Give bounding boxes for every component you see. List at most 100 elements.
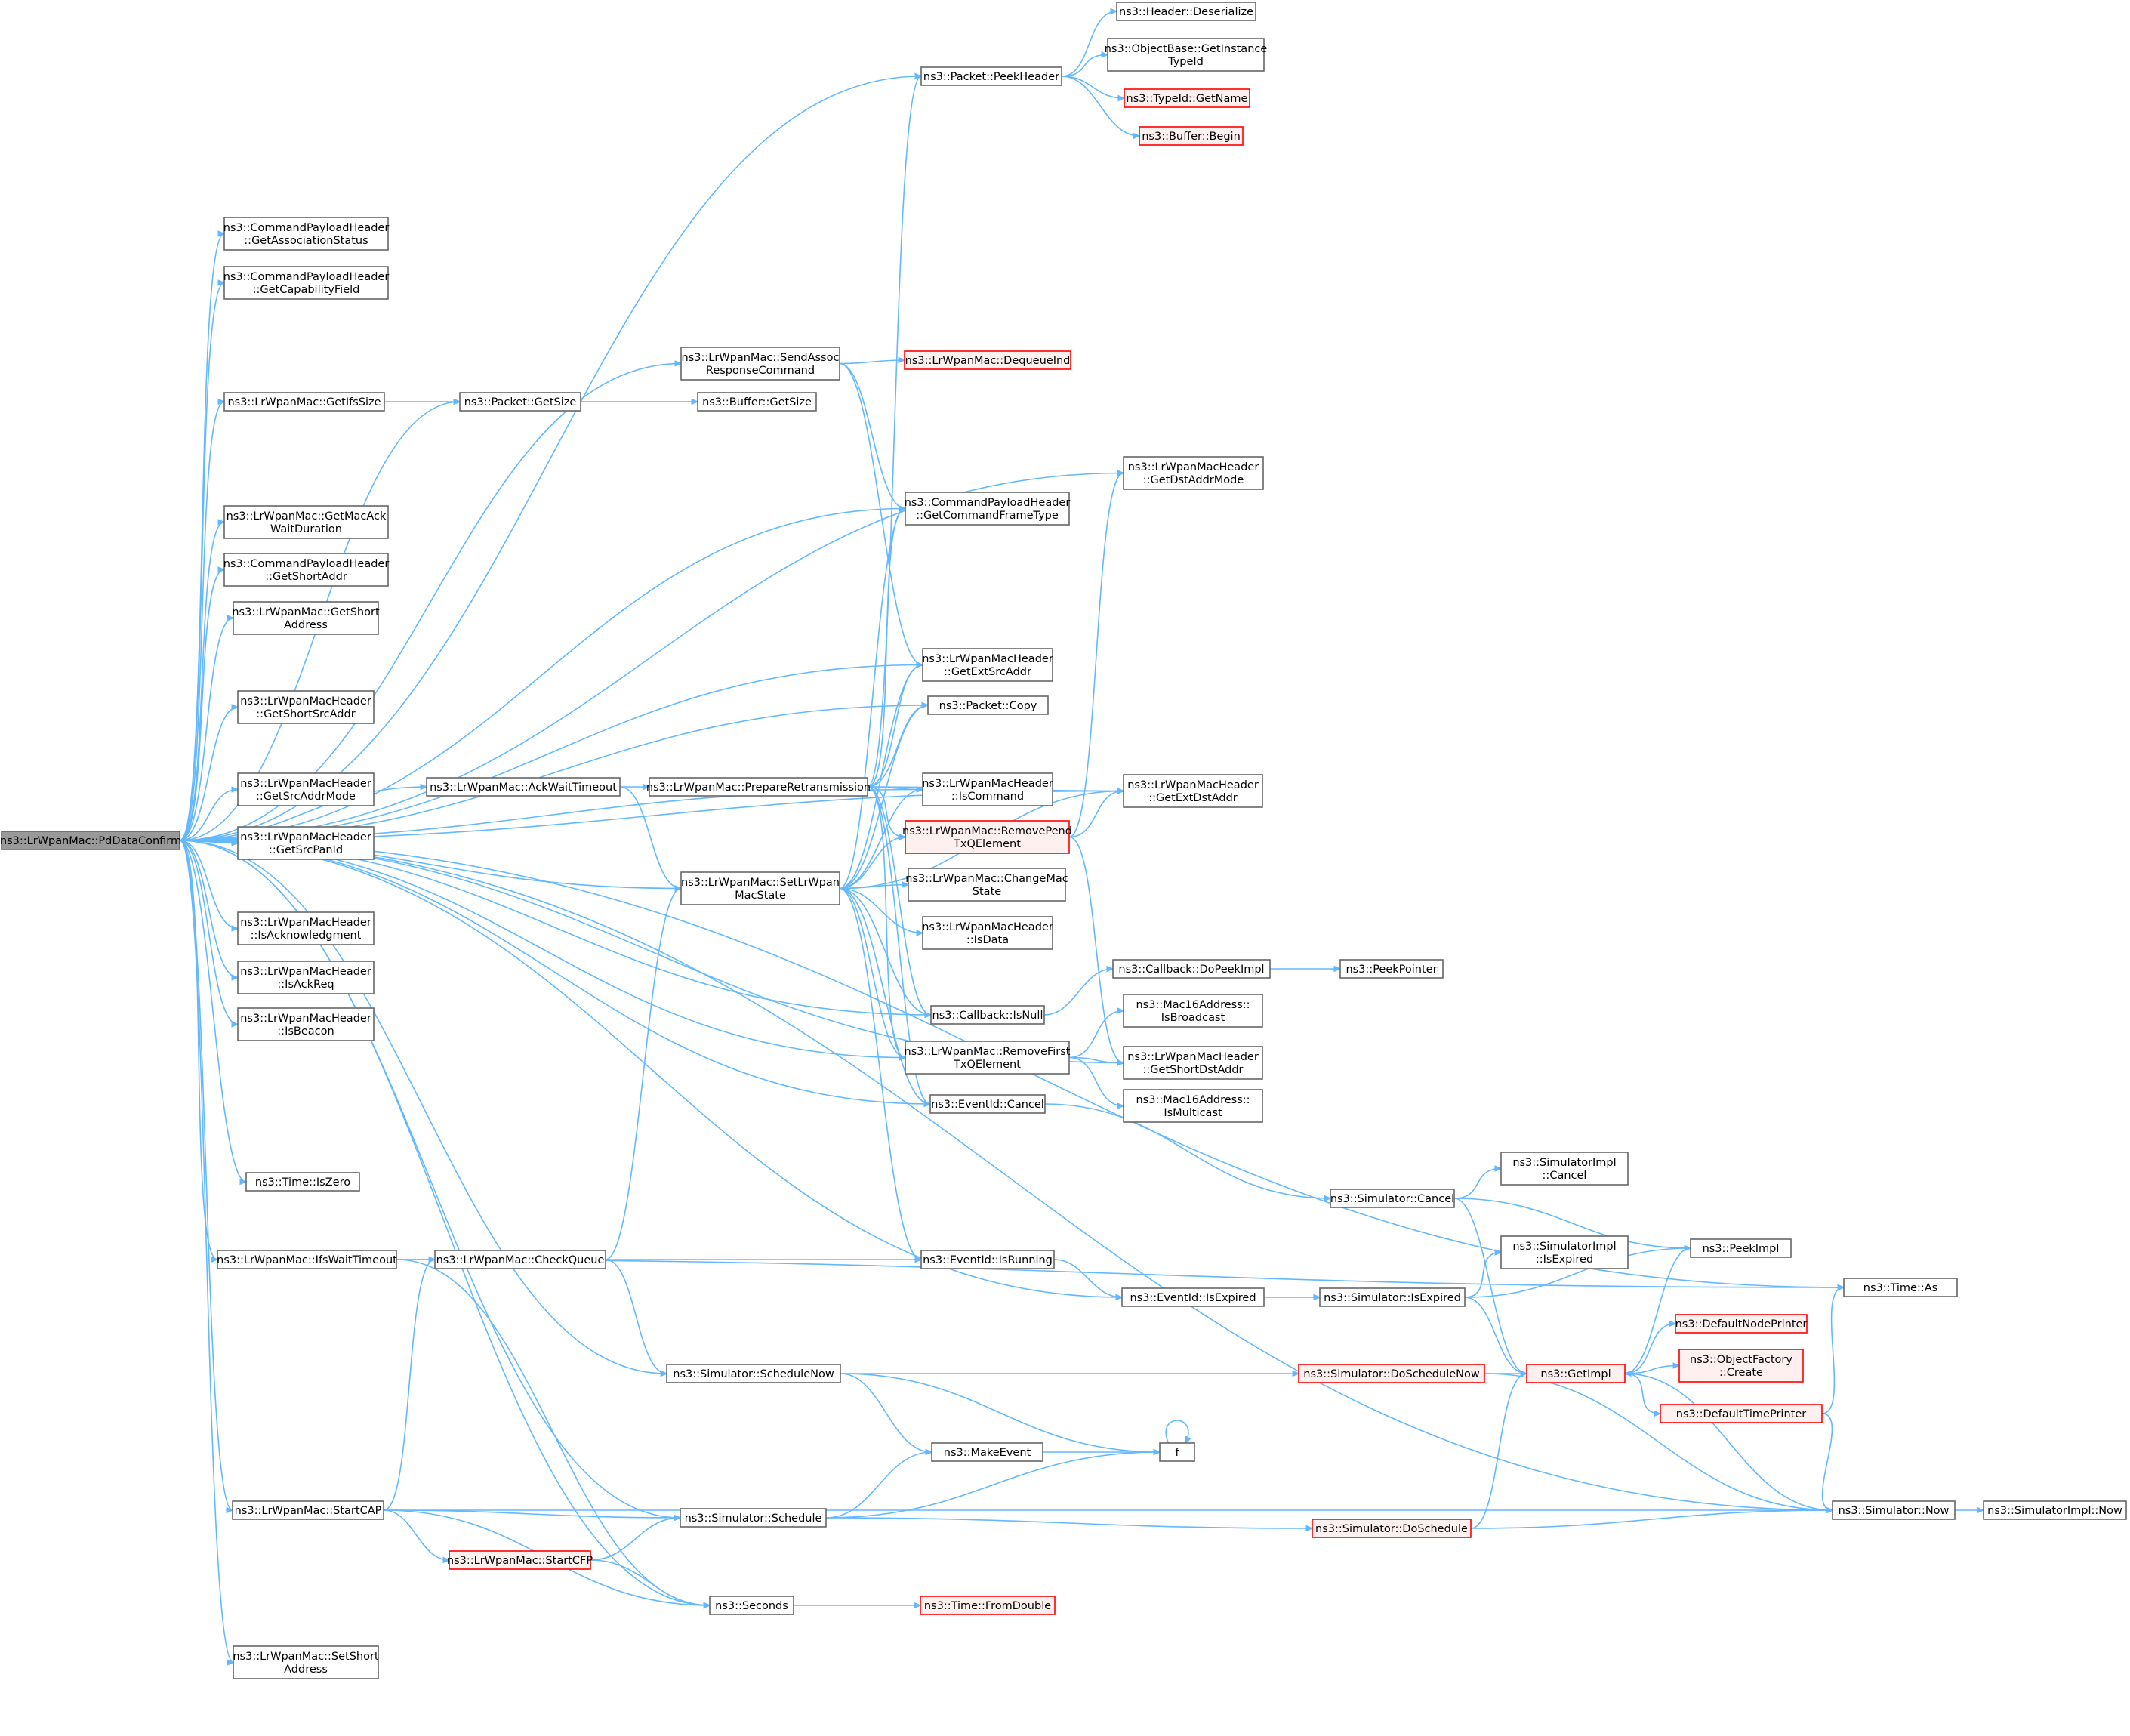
node-box-isMulticast[interactable] <box>1123 1089 1263 1123</box>
node-peekImpl[interactable]: ns3::PeekImpl <box>1690 1238 1792 1258</box>
node-seconds[interactable]: ns3::Seconds <box>709 1596 794 1615</box>
node-extSrcAddr[interactable]: ns3::LrWpanMacHeader::GetExtSrcAddr <box>922 648 1053 682</box>
node-ackWaitTimeout[interactable]: ns3::LrWpanMac::AckWaitTimeout <box>426 777 621 797</box>
node-timeIsZero[interactable]: ns3::Time::IsZero <box>245 1172 360 1192</box>
node-f[interactable]: f <box>1159 1442 1195 1462</box>
node-box-typeIdName[interactable] <box>1124 88 1250 108</box>
node-fromDouble[interactable]: ns3::Time::FromDouble <box>920 1596 1056 1615</box>
node-defNodePrinter[interactable]: ns3::DefaultNodePrinter <box>1675 1314 1808 1334</box>
node-box-hdrDeser[interactable] <box>1116 2 1256 21</box>
node-box-scheduleNow[interactable] <box>666 1364 841 1383</box>
node-defTimePrinter[interactable]: ns3::DefaultTimePrinter <box>1660 1404 1823 1423</box>
node-simImplCancel[interactable]: ns3::SimulatorImpl::Cancel <box>1500 1152 1629 1186</box>
node-dequeueInd[interactable]: ns3::LrWpanMac::DequeueInd <box>904 350 1071 370</box>
node-simNow[interactable]: ns3::Simulator::Now <box>1832 1500 1956 1520</box>
node-dstAddrMode[interactable]: ns3::LrWpanMacHeader::GetDstAddrMode <box>1123 456 1264 490</box>
node-box-shortSrcAddr[interactable] <box>237 690 375 724</box>
node-box-extDstAddr[interactable] <box>1123 774 1263 808</box>
node-srcPanId[interactable]: ns3::LrWpanMacHeader::GetSrcPanId <box>237 826 375 860</box>
node-bufSize[interactable]: ns3::Buffer::GetSize <box>697 392 817 412</box>
node-box-eventIsRunning[interactable] <box>920 1250 1055 1269</box>
node-getImpl[interactable]: ns3::GetImpl <box>1526 1364 1626 1383</box>
node-box-sendAssoc[interactable] <box>680 347 840 381</box>
node-simCancel[interactable]: ns3::Simulator::Cancel <box>1330 1189 1455 1208</box>
node-box-simIsExpired[interactable] <box>1319 1287 1466 1307</box>
node-ifsWait[interactable]: ns3::LrWpanMac::IfsWaitTimeout <box>217 1250 397 1269</box>
node-box-defNodePrinter[interactable] <box>1675 1314 1808 1334</box>
node-eventIsRunning[interactable]: ns3::EventId::IsRunning <box>920 1250 1055 1269</box>
node-box-timeAs[interactable] <box>1843 1278 1958 1297</box>
node-timeAs[interactable]: ns3::Time::As <box>1843 1278 1958 1297</box>
node-checkQueue[interactable]: ns3::LrWpanMac::CheckQueue <box>434 1250 606 1269</box>
node-schedule[interactable]: ns3::Simulator::Schedule <box>680 1508 827 1528</box>
node-box-f[interactable] <box>1159 1442 1195 1462</box>
node-box-cpShortAddr[interactable] <box>223 553 389 587</box>
node-box-pktSize[interactable] <box>459 392 581 412</box>
node-box-makeEvent[interactable] <box>931 1442 1043 1462</box>
node-box-eventIsExpired[interactable] <box>1121 1287 1265 1307</box>
node-box-objBase[interactable] <box>1107 38 1265 72</box>
node-hdrDeser[interactable]: ns3::Header::Deserialize <box>1116 2 1256 21</box>
node-box-isAckReq[interactable] <box>237 961 375 994</box>
node-isAckReq[interactable]: ns3::LrWpanMacHeader::IsAckReq <box>237 961 375 994</box>
node-box-isData[interactable] <box>922 916 1053 950</box>
node-simIsExpired[interactable]: ns3::Simulator::IsExpired <box>1319 1287 1466 1307</box>
node-box-removePend[interactable] <box>905 820 1070 854</box>
node-root[interactable]: ns3::LrWpanMac::PdDataConfirm <box>0 831 181 850</box>
node-typeIdName[interactable]: ns3::TypeId::GetName <box>1124 88 1250 108</box>
node-box-peekImpl[interactable] <box>1690 1238 1792 1258</box>
node-box-setState[interactable] <box>680 871 840 905</box>
node-box-pktCopy[interactable] <box>927 695 1049 715</box>
node-box-eventCancel[interactable] <box>929 1094 1046 1114</box>
node-simImplNow[interactable]: ns3::SimulatorImpl::Now <box>1983 1500 2127 1520</box>
node-box-isCommand[interactable] <box>922 772 1053 806</box>
node-box-objFactory[interactable] <box>1678 1349 1804 1383</box>
node-doPeekImpl[interactable]: ns3::Callback::DoPeekImpl <box>1112 959 1271 979</box>
node-startCFP[interactable]: ns3::LrWpanMac::StartCFP <box>447 1550 593 1570</box>
node-box-getShortAddress[interactable] <box>233 601 379 635</box>
node-box-ifsWait[interactable] <box>217 1250 397 1269</box>
node-isBeacon[interactable]: ns3::LrWpanMacHeader::IsBeacon <box>237 1007 375 1041</box>
node-box-extSrcAddr[interactable] <box>922 648 1053 682</box>
node-isMulticast[interactable]: ns3::Mac16Address::IsMulticast <box>1123 1089 1263 1123</box>
node-box-isBeacon[interactable] <box>237 1007 375 1041</box>
node-box-simImplNow[interactable] <box>1983 1500 2127 1520</box>
node-isCommand[interactable]: ns3::LrWpanMacHeader::IsCommand <box>922 772 1053 806</box>
node-box-defTimePrinter[interactable] <box>1660 1404 1823 1423</box>
node-box-simNow[interactable] <box>1832 1500 1956 1520</box>
node-box-setShortAddress[interactable] <box>233 1645 379 1679</box>
node-box-fromDouble[interactable] <box>920 1596 1056 1615</box>
node-box-simCancel[interactable] <box>1330 1189 1455 1208</box>
node-box-startCAP[interactable] <box>232 1500 384 1520</box>
node-box-schedule[interactable] <box>680 1508 827 1528</box>
node-box-startCFP[interactable] <box>449 1550 591 1570</box>
node-box-prepRetx[interactable] <box>649 777 868 797</box>
node-doSchedule[interactable]: ns3::Simulator::DoSchedule <box>1312 1519 1472 1538</box>
node-box-doPeekImpl[interactable] <box>1112 959 1271 979</box>
node-box-bufBegin[interactable] <box>1139 126 1244 146</box>
node-box-cbIsNull[interactable] <box>930 1005 1045 1025</box>
node-box-simImplCancel[interactable] <box>1500 1152 1629 1186</box>
node-box-doScheduleNow[interactable] <box>1298 1364 1485 1383</box>
node-peekPointer[interactable]: ns3::PeekPointer <box>1339 959 1444 979</box>
node-isAck[interactable]: ns3::LrWpanMacHeader::IsAcknowledgment <box>237 911 375 945</box>
node-simImplIsExpired[interactable]: ns3::SimulatorImpl::IsExpired <box>1500 1235 1629 1269</box>
node-box-doSchedule[interactable] <box>1312 1519 1472 1538</box>
node-extDstAddr[interactable]: ns3::LrWpanMacHeader::GetExtDstAddr <box>1123 774 1263 808</box>
node-shortDstAddr[interactable]: ns3::LrWpanMacHeader::GetShortDstAddr <box>1123 1046 1263 1080</box>
node-box-getImpl[interactable] <box>1526 1364 1626 1383</box>
node-box-srcPanId[interactable] <box>237 826 375 860</box>
node-box-shortDstAddr[interactable] <box>1123 1046 1263 1080</box>
node-prepRetx[interactable]: ns3::LrWpanMac::PrepareRetransmission <box>646 777 871 797</box>
node-startCAP[interactable]: ns3::LrWpanMac::StartCAP <box>232 1500 384 1520</box>
node-box-peekPointer[interactable] <box>1339 959 1444 979</box>
node-box-seconds[interactable] <box>709 1596 794 1615</box>
node-cpShortAddr[interactable]: ns3::CommandPayloadHeader::GetShortAddr <box>223 553 390 587</box>
node-box-bufSize[interactable] <box>697 392 817 412</box>
